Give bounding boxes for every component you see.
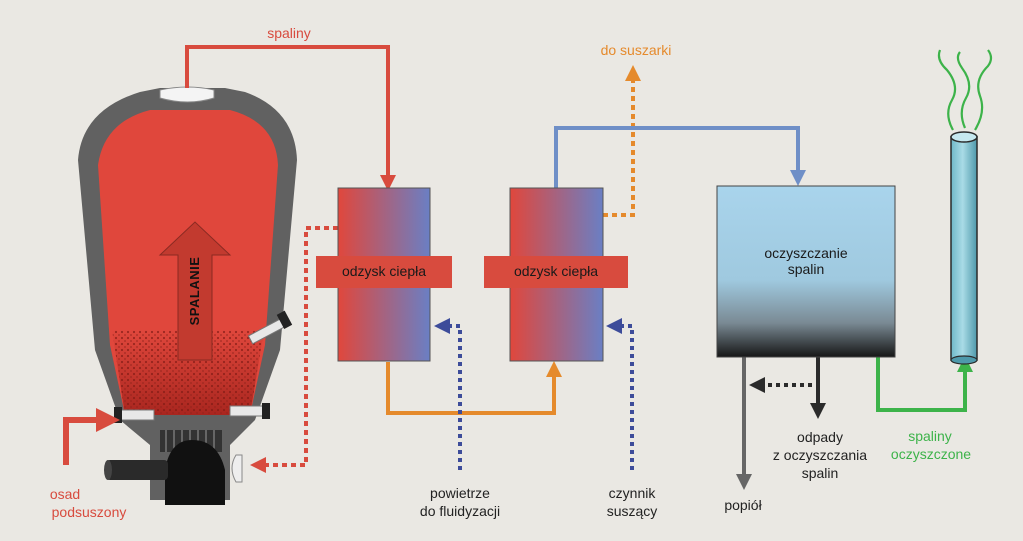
label-heat-recovery-1: odzysk ciepła [341,263,427,279]
combustion-arrow [158,221,232,361]
label-combustion: SPALANIE [187,256,202,326]
heat-exchanger-1-band [316,256,452,288]
furnace [78,86,297,505]
label-clean-gas-2: oczyszczone [890,446,972,462]
drying-agent-line [606,318,634,470]
to-dryer-line [603,65,641,217]
flue-gas-cleaning [716,185,896,358]
to-cleaning-line [554,126,806,192]
smoke-icon [937,49,993,131]
heat-exchanger-2-band [484,256,628,288]
fluidization-air-line [434,318,462,470]
label-heat-recovery-2: odzysk ciepła [513,263,599,279]
windbox [165,440,225,505]
flue-gas-line [185,45,396,191]
label-fluidization-air: powietrze do fluidyzacji [419,485,501,519]
label-drying-agent: czynnik suszący [606,485,658,519]
feed-pipe [106,460,168,480]
label-ash: popiół [724,497,762,513]
label-to-dryer: do suszarki [600,42,672,58]
label-flue-gas: spaliny [267,25,311,41]
clean-gas-line [876,356,973,412]
label-cleaning-waste: odpady z oczyszczania spalin [772,429,868,481]
label-flue-gas-cleaning: oczyszczanie spalin [764,245,848,277]
chimney-icon [950,131,978,365]
air-inlet [231,454,243,483]
label-sludge-2: podsuszony [51,504,127,520]
furnace-cap [159,86,215,103]
label-sludge-1: osad [49,486,81,502]
sludge-inlet-line [63,408,120,465]
gas-transfer-line [386,361,562,415]
label-clean-gas-1: spaliny [908,428,952,444]
hot-air-return-line [250,226,338,473]
